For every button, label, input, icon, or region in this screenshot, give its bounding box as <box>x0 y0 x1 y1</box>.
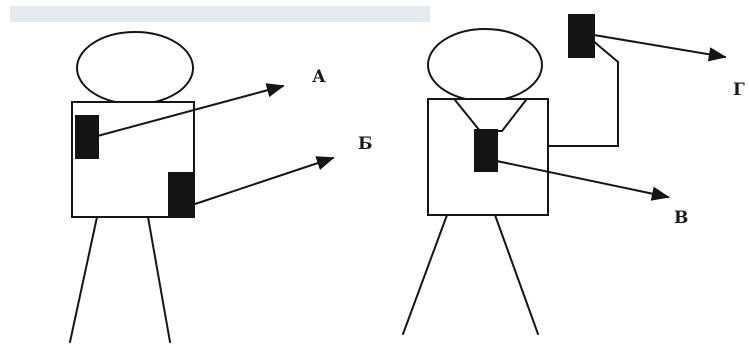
left-figure-head <box>77 32 193 104</box>
right-figure: В Г <box>403 14 745 334</box>
left-figure: А Б <box>70 32 373 342</box>
label-g: Г <box>733 80 745 100</box>
device-waist-holder <box>168 172 194 217</box>
scan-artifact <box>10 6 430 22</box>
right-figure-head <box>428 29 542 101</box>
label-b: Б <box>358 134 373 154</box>
right-figure-leg-right <box>495 215 538 334</box>
device-neck-hanging <box>474 129 498 172</box>
device-in-hand <box>568 14 595 58</box>
left-figure-leg-right <box>148 217 170 342</box>
left-figure-leg-left <box>70 217 97 342</box>
label-v: В <box>674 208 688 228</box>
right-figure-leg-left <box>403 215 447 334</box>
arrow-b <box>192 158 333 205</box>
label-a: А <box>312 67 326 87</box>
arrow-g <box>594 35 725 57</box>
